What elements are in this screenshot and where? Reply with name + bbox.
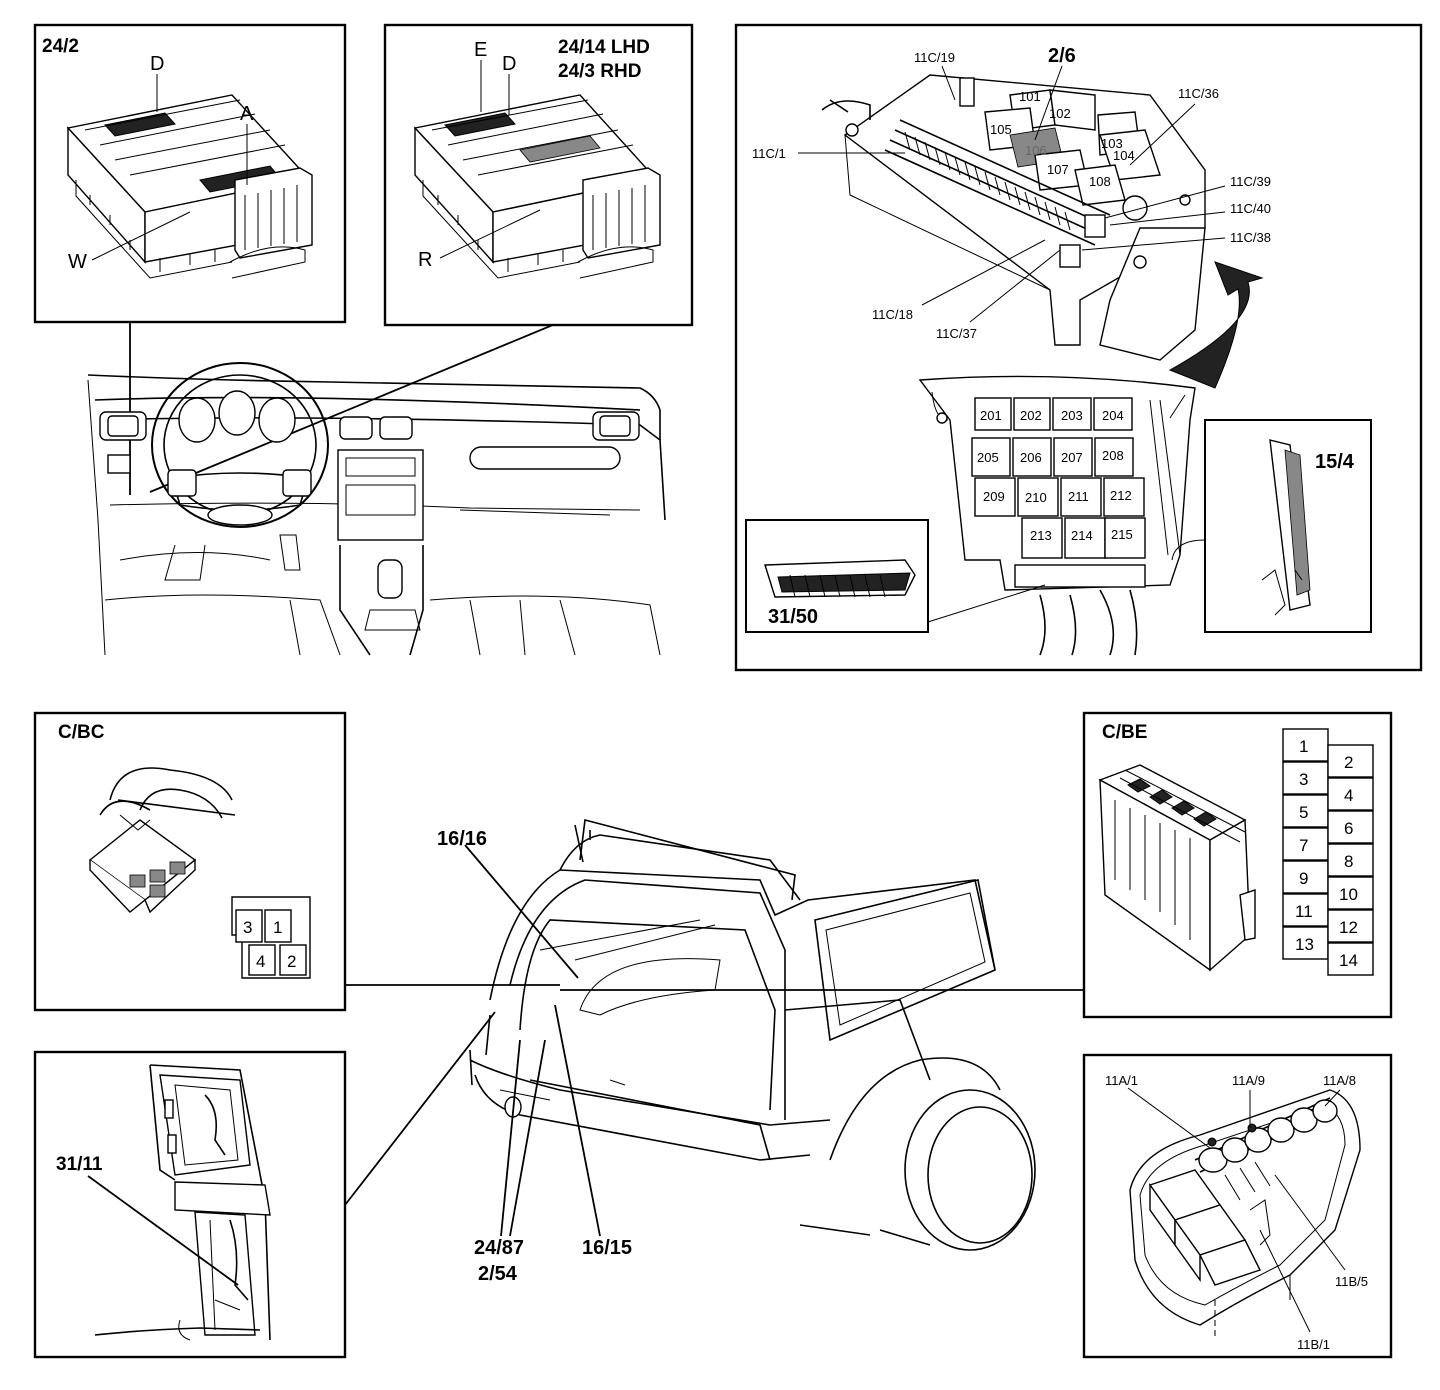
callout-11c-39: 11C/39	[1230, 174, 1271, 189]
panel-24-2-title: 24/2	[42, 36, 79, 57]
label-r: R	[418, 249, 432, 271]
connector-24-2-drawing	[66, 94, 313, 279]
relay-106: 106	[1025, 143, 1047, 158]
c-be-pin-5: 5	[1299, 803, 1308, 822]
relay-204: 204	[1102, 408, 1124, 423]
callout-11c-38: 11C/38	[1230, 230, 1271, 245]
callout-11a-1: 11A/1	[1105, 1073, 1138, 1088]
c-be-pinout: 1 3 5 7 9 11 13 2 4 6 8 10 12 14	[1282, 728, 1374, 976]
relay-206: 206	[1020, 450, 1042, 465]
relay-105: 105	[990, 122, 1012, 137]
panel-31-11-title: 31/11	[56, 1154, 103, 1175]
relay-209: 209	[983, 489, 1005, 504]
relay-208: 208	[1102, 448, 1124, 463]
c-bc-pin-1: 1	[273, 918, 282, 937]
label-a: A	[240, 103, 254, 125]
car-rear-illustration: 16/16 24/87 2/54 16/15	[437, 818, 1036, 1285]
sub-panel-15-4-title: 15/4	[1315, 451, 1355, 473]
callout-11a-8: 11A/8	[1323, 1073, 1356, 1088]
panel-c-be-title: C/BE	[1102, 722, 1147, 743]
label-w: W	[68, 251, 87, 273]
relay-215: 215	[1111, 527, 1133, 542]
relay-213: 213	[1030, 528, 1052, 543]
c-bc-pin-4: 4	[256, 952, 265, 971]
label-d: D	[502, 53, 516, 75]
relay-102: 102	[1049, 106, 1071, 121]
panel-c-bc-title: C/BC	[58, 722, 105, 743]
c-be-pin-3: 3	[1299, 770, 1308, 789]
panel-24-14-title-line1: 24/14 LHD	[558, 37, 650, 58]
callout-11c-36: 11C/36	[1178, 86, 1219, 101]
callout-2-54: 2/54	[478, 1263, 518, 1285]
panel-leader-lines	[129, 321, 1084, 1206]
dashboard-illustration	[87, 362, 666, 656]
callout-11b-5: 11B/5	[1335, 1274, 1368, 1289]
c-be-pin-14: 14	[1339, 951, 1358, 970]
panel-24-14: 24/14 LHD 24/3 RHD E D R	[383, 23, 694, 327]
lower-relay-grid	[971, 397, 1146, 559]
panel-c-be: C/BE 1 3 5 7	[1082, 711, 1393, 1019]
relay-107: 107	[1047, 162, 1069, 177]
relay-212: 212	[1110, 488, 1132, 503]
relay-103: 103	[1101, 136, 1123, 151]
panel-relay-box: 11C/19 2/6 11C/36 11C/1 11C/39 11C/40 11…	[734, 23, 1423, 672]
callout-11c-19: 11C/19	[914, 50, 955, 65]
relay-201: 201	[980, 408, 1002, 423]
panel-31-11: 31/11	[33, 1050, 347, 1359]
relay-202: 202	[1020, 408, 1042, 423]
callout-11c-37: 11C/37	[936, 326, 977, 341]
c-be-pin-6: 6	[1344, 819, 1353, 838]
relay-203: 203	[1061, 408, 1083, 423]
label-e: E	[474, 39, 487, 61]
relay-108: 108	[1089, 174, 1111, 189]
connector-24-14-drawing	[413, 94, 661, 279]
c-bc-connector-drawing	[88, 767, 236, 914]
panel-24-2: 24/2 D A W	[33, 23, 347, 324]
c-be-pin-4: 4	[1344, 786, 1353, 805]
c-be-connector-drawing	[1098, 764, 1256, 972]
callout-16-16: 16/16	[437, 828, 487, 850]
relay-211: 211	[1068, 489, 1089, 504]
relay-104: 104	[1113, 148, 1135, 163]
relay-210: 210	[1025, 490, 1047, 505]
panel-c-bc: C/BC 3 1 4 2	[33, 711, 347, 1012]
relay-214: 214	[1071, 528, 1093, 543]
c-bc-pin-3: 3	[243, 918, 252, 937]
callout-11c-1: 11C/1	[752, 146, 786, 161]
callout-2-6: 2/6	[1048, 45, 1076, 67]
callout-11b-1: 11B/1	[1297, 1337, 1330, 1352]
c-be-pin-1: 1	[1299, 737, 1308, 756]
c-bc-pin-2: 2	[287, 952, 296, 971]
callout-24-87: 24/87	[474, 1237, 524, 1259]
panel-24-14-title-line2: 24/3 RHD	[558, 61, 641, 82]
c-be-pin-11: 11	[1295, 902, 1313, 921]
c-bc-pinout: 3 1 4 2	[231, 896, 311, 979]
callout-11c-18: 11C/18	[872, 307, 913, 322]
c-be-pin-7: 7	[1299, 836, 1308, 855]
c-be-pin-8: 8	[1344, 852, 1353, 871]
label-d: D	[150, 53, 164, 75]
callout-11a-9: 11A/9	[1232, 1073, 1265, 1088]
c-be-pin-13: 13	[1295, 935, 1314, 954]
c-be-pin-12: 12	[1339, 918, 1358, 937]
c-be-pin-2: 2	[1344, 753, 1353, 772]
c-be-pin-9: 9	[1299, 869, 1308, 888]
c-be-pin-10: 10	[1339, 885, 1358, 904]
relay-205: 205	[977, 450, 999, 465]
panel-fuse-box: 11A/1 11A/9 11A/8 11B/5 11B/1	[1082, 1053, 1393, 1359]
callout-11c-40: 11C/40	[1230, 201, 1271, 216]
sub-panel-31-50-title: 31/50	[768, 606, 818, 628]
callout-16-15: 16/15	[582, 1237, 632, 1259]
relay-101: 101	[1019, 89, 1041, 104]
relay-207: 207	[1061, 450, 1083, 465]
